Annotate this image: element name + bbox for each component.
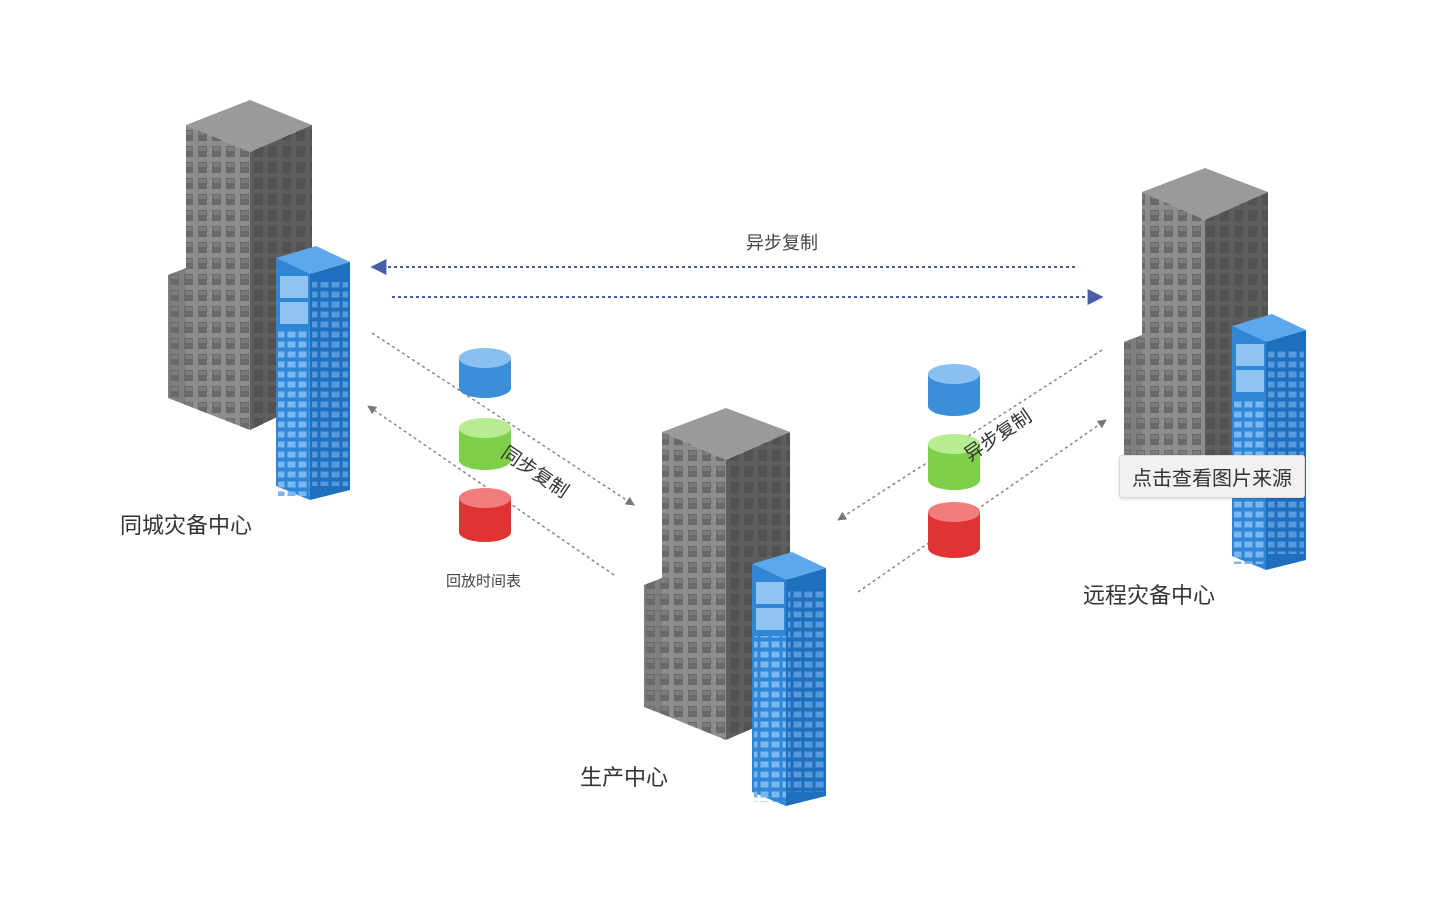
right-db-green [928,434,980,490]
async-replication-label: 异步复制 [746,233,818,254]
image-source-tooltip[interactable]: 点击查看图片来源 [1119,455,1305,498]
production-center-label: 生产中心 [580,766,669,791]
sync-arrow-to-production [371,332,635,506]
replay-timetable-label: 回放时间表 [446,572,522,590]
right-db-red [928,502,980,558]
sync-arrow-to-city [367,405,615,576]
sync-replication-label: 同步复制 [497,442,572,503]
left-db-red [459,488,511,542]
same-city-center-label: 同城灾备中心 [120,514,253,539]
remote-server-rack [1232,314,1306,570]
right-replication-label: 异步复制 [960,405,1035,466]
production-server-rack [752,552,826,806]
left-db-green [459,418,511,470]
left-db-blue [459,348,511,398]
async-arrow-remote-to-production [837,349,1103,521]
async-arrow-production-to-remote [857,419,1107,593]
right-db-blue [928,364,980,416]
remote-center-label: 远程灾备中心 [1083,584,1216,609]
same-city-server-rack [276,246,350,500]
